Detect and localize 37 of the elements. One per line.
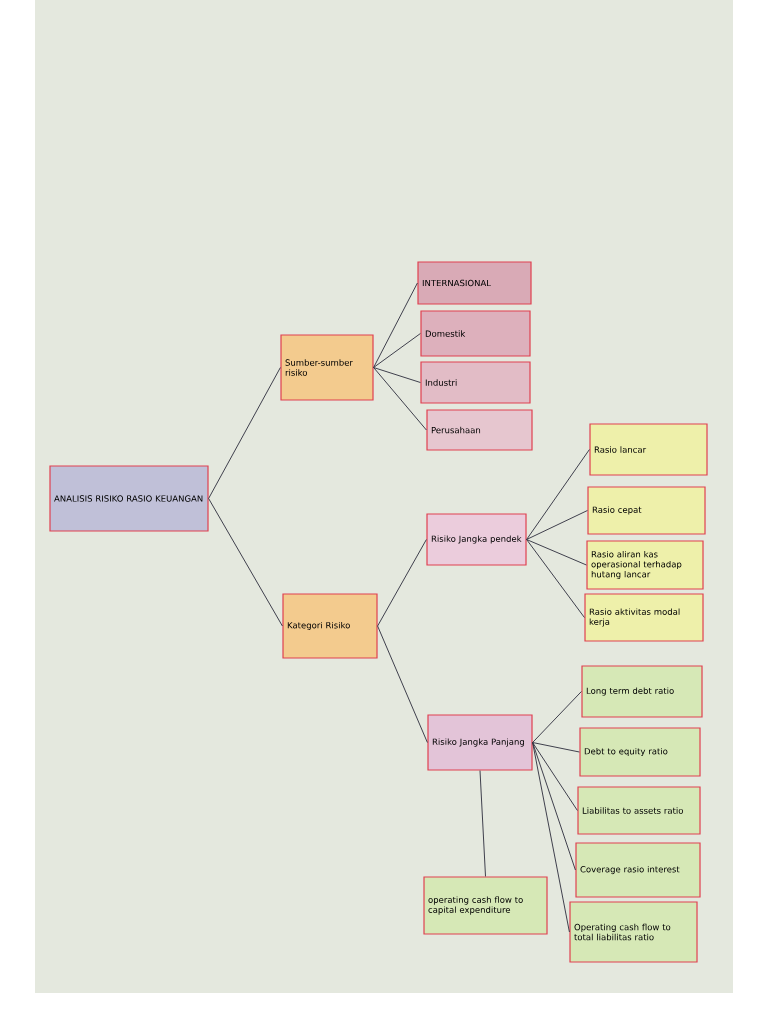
mind-map-box: Rasio lancar (589, 423, 708, 476)
mind-map-box: operating cash flow to capital expenditure (423, 876, 548, 935)
mind-map-box: Rasio cepat (587, 486, 706, 535)
mind-map-box: Operating cash flow to total liabilitas ratio (569, 901, 698, 963)
mind-map-box: Long term debt ratio (581, 665, 703, 718)
mind-map-box: Kategori Risiko (282, 593, 378, 659)
connector-line (373, 367, 421, 383)
mind-map-box: Rasio aktivitas modal kerja (584, 593, 704, 642)
connector-line (526, 449, 590, 540)
connector-line (373, 333, 421, 368)
mind-map-box: Rasio aliran kas operasional terhadap hutang lancar (586, 540, 704, 590)
connector-line (532, 742, 578, 811)
mind-map-box: Liabilitas to assets ratio (577, 786, 701, 835)
connector-line (479, 770, 486, 877)
connector-line (526, 539, 585, 618)
connector-line (532, 742, 570, 933)
mind-map-box: Risiko Jangka pendek (426, 513, 527, 566)
connector-line (373, 282, 418, 368)
connector-line (532, 742, 580, 753)
mind-map-box: Coverage rasio interest (575, 842, 701, 898)
connector-line (526, 510, 588, 540)
mind-map-box: Risiko Jangka Panjang (427, 714, 533, 771)
connector-line (208, 367, 281, 499)
mind-map-box: Industri (420, 361, 531, 404)
mind-map-box: Debt to equity ratio (579, 727, 701, 777)
connector-line (373, 367, 427, 431)
connector-line (377, 625, 428, 743)
connector-line (532, 691, 582, 743)
connector-line (526, 539, 587, 566)
connector-line (377, 539, 427, 627)
mind-map-box: INTERNASIONAL (417, 261, 532, 305)
connector-line (532, 742, 576, 871)
mind-map-box: ANALISIS RISIKO RASIO KEUANGAN (49, 465, 209, 532)
mind-map-box: Perusahaan (426, 409, 533, 451)
mind-map-box: Domestik (420, 310, 531, 357)
mind-map-box: Sumber-sumber risiko (280, 334, 374, 401)
connector-line (208, 498, 283, 627)
